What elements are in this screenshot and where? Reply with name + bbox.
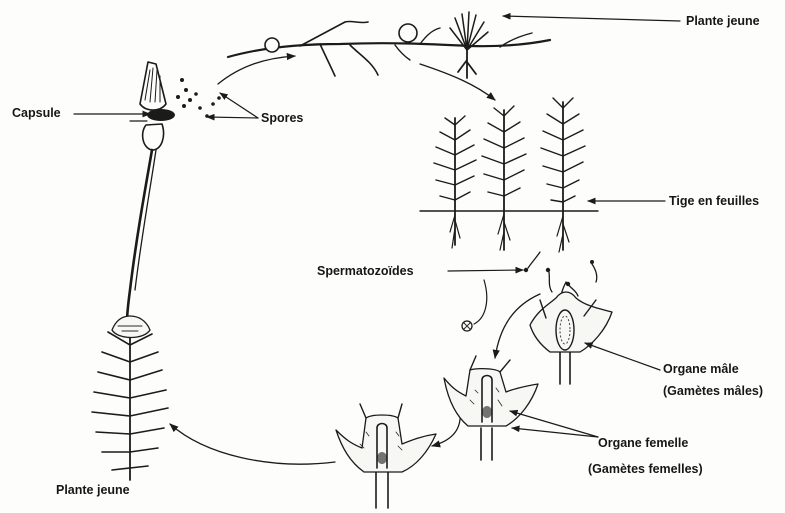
label-young-plant-top: Plante jeune [686, 14, 760, 28]
label-capsule: Capsule [12, 106, 61, 120]
leafy-stem-1 [434, 116, 476, 248]
label-young-plant-bottom: Plante jeune [56, 483, 130, 497]
label-male-gametes: (Gamètes mâles) [663, 384, 763, 398]
spores-dots [176, 78, 221, 118]
leafy-stem-3 [541, 98, 585, 252]
leafy-stem-2 [482, 106, 526, 250]
label-spermatozoids: Spermatozoïdes [317, 264, 414, 278]
label-spores: Spores [261, 111, 303, 125]
label-female-gametes: (Gamètes femelles) [588, 462, 703, 476]
label-leafy-stem: Tige en feuilles [669, 194, 759, 208]
label-pointers [74, 16, 680, 437]
female-organ-bottom [336, 404, 436, 508]
young-plant-bottom-left [92, 316, 168, 480]
label-female-organ: Organe femelle [598, 436, 688, 450]
leafy-stems [420, 98, 598, 252]
protonema-filament [228, 12, 550, 78]
label-male-organ: Organe mâle [663, 362, 739, 376]
sporophyte [127, 62, 175, 322]
male-organ [530, 292, 612, 384]
female-organ-mid [444, 356, 538, 460]
